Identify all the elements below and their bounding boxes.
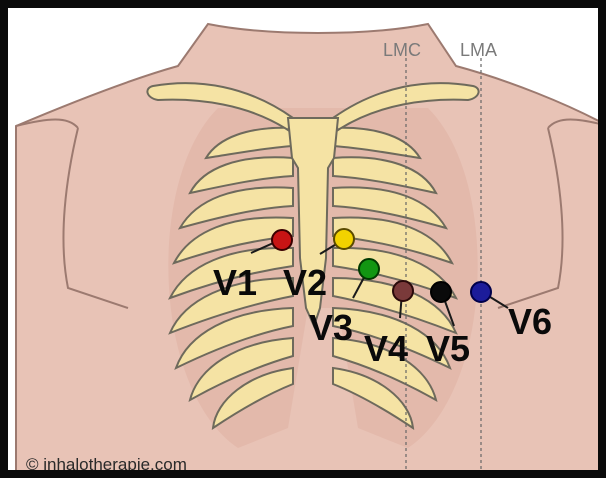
copyright-credit: © inhalotherapie.com (26, 455, 187, 475)
electrode-v6 (471, 282, 491, 302)
lmc-label: LMC (383, 40, 421, 60)
lma-label: LMA (460, 40, 497, 60)
electrode-v5 (431, 282, 451, 302)
electrode-v1 (272, 230, 292, 250)
label-v1: V1 (213, 262, 257, 303)
electrode-v3 (359, 259, 379, 279)
electrode-v4 (393, 281, 413, 301)
electrode-v2 (334, 229, 354, 249)
label-v3: V3 (309, 307, 353, 348)
label-v6: V6 (508, 301, 552, 342)
label-v5: V5 (426, 328, 470, 369)
label-v4: V4 (364, 328, 408, 369)
chest-diagram: LMC LMA V1 V2 V3 V4 V5 V6 (8, 8, 606, 478)
label-v2: V2 (283, 262, 327, 303)
